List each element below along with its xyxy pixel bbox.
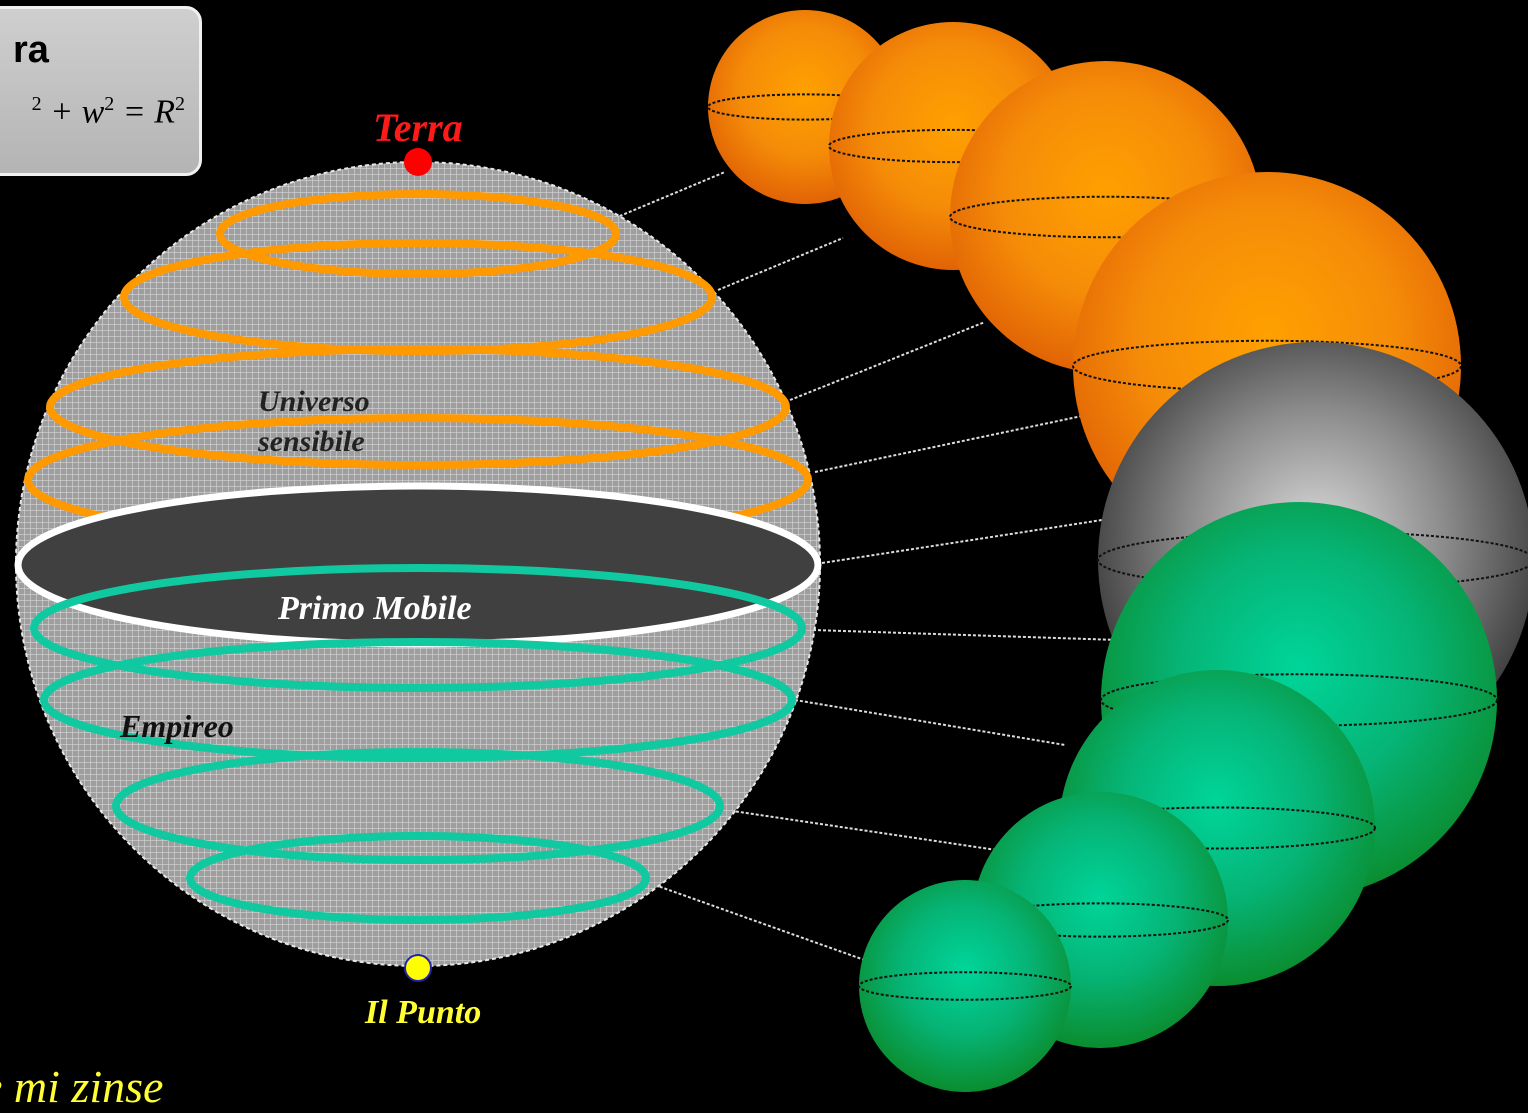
connector-line-7 — [794, 699, 1066, 746]
eq-r: = R — [114, 93, 175, 131]
eq-w: + w — [41, 93, 105, 131]
sphere-equation: 2 + w2 = R2 — [32, 93, 185, 131]
universo-sensibile-label: Universo sensibile — [258, 382, 370, 462]
universo-line1: Universo — [258, 385, 370, 418]
eq-exp-2: 2 — [104, 93, 115, 115]
teal-ring-1 — [30, 564, 806, 692]
sphere-equator-7 — [1058, 806, 1376, 850]
box-title: ra — [13, 29, 49, 71]
primo-mobile-label: Primo Mobile — [278, 590, 472, 627]
equation-box: ra 2 + w2 = R2 — [0, 6, 202, 176]
sphere-equator-4 — [1072, 339, 1462, 393]
il-punto-label: Il Punto — [365, 994, 482, 1031]
teal-ring-2 — [40, 638, 796, 762]
connector-line-6 — [812, 629, 1119, 641]
terra-label: Terra — [373, 105, 463, 150]
eq-exp-3: 2 — [175, 93, 185, 115]
punto-dot — [404, 954, 432, 982]
teal-rings — [30, 564, 806, 924]
planet-spheres — [707, 10, 1528, 1092]
sphere-9 — [858, 880, 1072, 1092]
orange-ring-3 — [46, 345, 790, 469]
connector-line-5 — [821, 517, 1116, 564]
universo-line2: sensibile — [258, 425, 365, 458]
terra-dot — [404, 148, 432, 176]
connector-line-3 — [789, 321, 986, 401]
sphere-equator-9 — [858, 971, 1072, 1001]
eq-exp-1: 2 — [31, 93, 42, 115]
connector-line-9 — [654, 884, 871, 963]
orange-ring-1 — [216, 190, 620, 278]
connector-lines — [614, 171, 1121, 963]
verse-fragment: e mi zinse — [0, 1061, 164, 1112]
empireo-label: Empireo — [120, 708, 234, 744]
connector-line-4 — [814, 407, 1121, 473]
connector-line-2 — [717, 237, 844, 291]
connector-line-1 — [614, 171, 726, 219]
sphere-body-9 — [859, 880, 1071, 1092]
teal-ring-3 — [112, 748, 724, 864]
connector-line-8 — [725, 809, 1011, 853]
teal-ring-4 — [186, 832, 650, 924]
